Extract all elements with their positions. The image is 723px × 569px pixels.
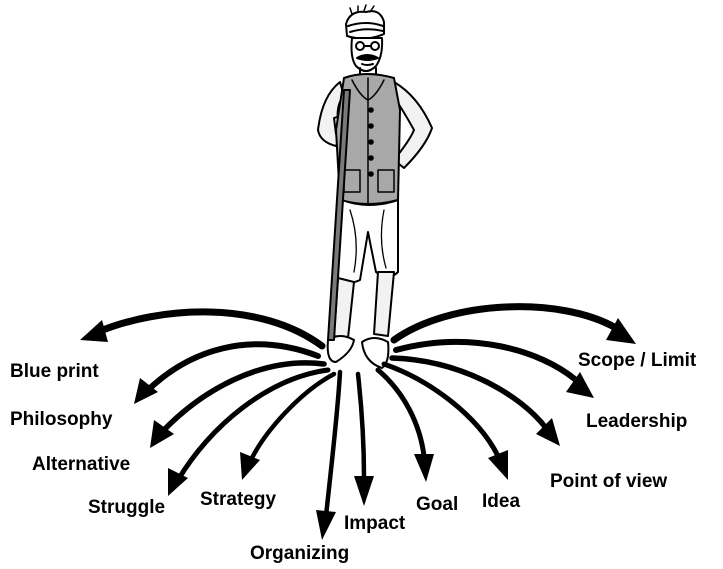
label-point-of-view: Point of view bbox=[550, 472, 667, 491]
label-impact: Impact bbox=[344, 514, 405, 533]
label-strategy: Strategy bbox=[200, 490, 276, 509]
label-struggle: Struggle bbox=[88, 498, 165, 517]
label-philosophy: Philosophy bbox=[10, 410, 112, 429]
arrow-scope-limit bbox=[394, 307, 636, 344]
right-leg bbox=[374, 272, 394, 336]
dhoti bbox=[336, 200, 398, 283]
arrow-philosophy bbox=[134, 344, 318, 404]
arrow-leadership bbox=[396, 342, 594, 398]
arrow-struggle bbox=[168, 370, 328, 496]
arrow-blue-print bbox=[80, 312, 322, 346]
arrow-impact bbox=[354, 374, 374, 506]
arrow-organizing bbox=[316, 372, 340, 540]
label-scope-limit: Scope / Limit bbox=[578, 351, 696, 370]
label-goal: Goal bbox=[416, 495, 458, 514]
label-idea: Idea bbox=[482, 492, 520, 511]
mustache bbox=[357, 55, 378, 60]
farmer-figure bbox=[318, 5, 432, 368]
label-blue-print: Blue print bbox=[10, 362, 99, 381]
arrow-strategy bbox=[240, 374, 334, 480]
label-leadership: Leadership bbox=[586, 412, 687, 431]
label-organizing: Organizing bbox=[250, 544, 349, 563]
arrow-goal bbox=[378, 370, 434, 482]
label-alternative: Alternative bbox=[32, 455, 130, 474]
